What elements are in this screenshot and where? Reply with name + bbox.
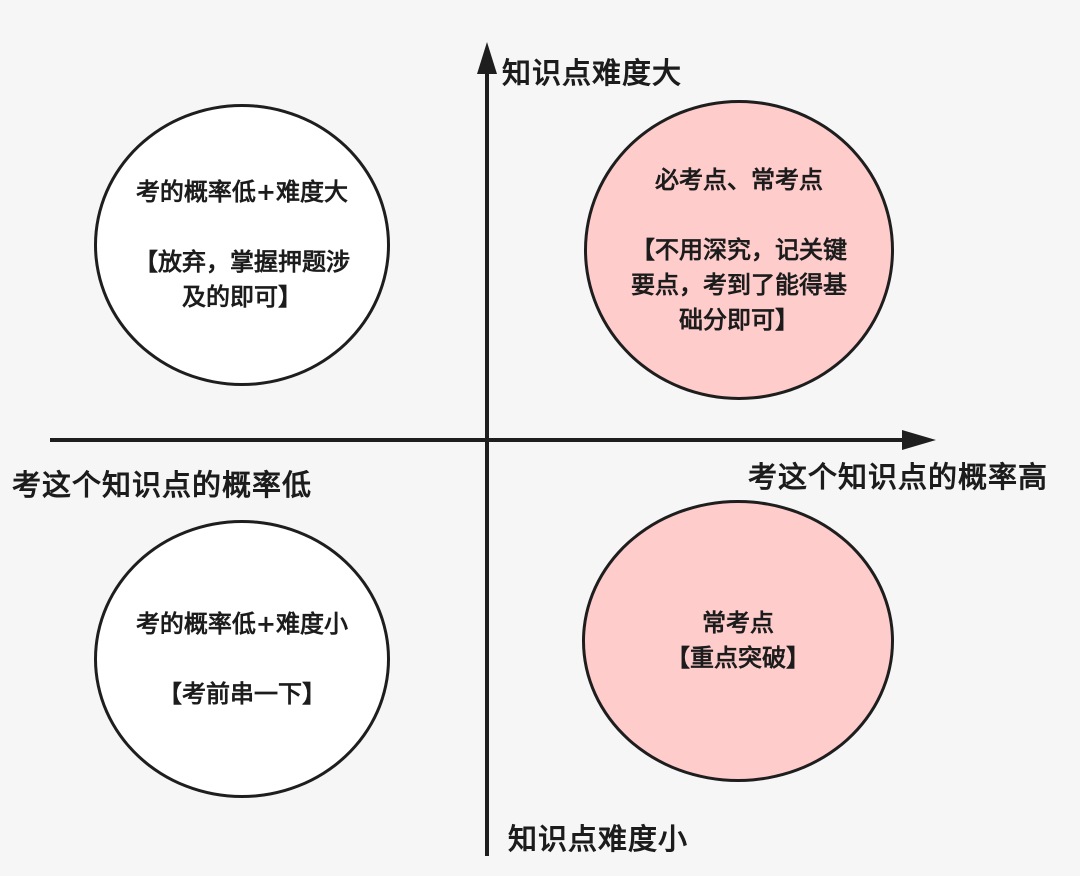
x-axis-right-label: 考这个知识点的概率高 [748,460,1049,494]
quadrant-low-probability-high-difficulty: 考的概率低+难度大 【放弃，掌握押题涉 及的即可】 [94,104,390,386]
quadrant-title: 考的概率低+难度大 [135,178,349,206]
quadrant-note-line: 础分即可】 [679,305,799,334]
y-axis-top-label: 知识点难度大 [502,56,683,90]
quadrant-low-probability-low-difficulty: 考的概率低+难度小 【考前串一下】 [94,520,390,798]
quadrant-note-line: 【考前串一下】 [158,679,326,708]
x-axis-left-label: 考这个知识点的概率低 [12,468,313,502]
quadrant-note-line: 【放弃，掌握押题涉 [134,248,350,276]
quadrant-high-probability-high-difficulty: 必考点、常考点 【不用深究，记关键 要点，考到了能得基 础分即可】 [584,100,894,400]
quadrant-note-line: 要点，考到了能得基 [631,270,847,299]
quadrant-high-probability-low-difficulty: 常考点 【重点突破】 [582,500,894,782]
quadrant-title: 考的概率低+难度小 [135,609,349,638]
quadrant-note-line: 【重点突破】 [666,644,810,672]
y-axis-bottom-label: 知识点难度小 [508,822,689,856]
quadrant-title: 必考点、常考点 [655,165,823,194]
quadrant-note-line: 及的即可】 [182,283,302,311]
quadrant-title: 常考点 [702,609,774,637]
quadrant-note-line: 【不用深究，记关键 [631,235,847,264]
y-axis-arrow [477,42,497,74]
x-axis-arrow [902,430,936,450]
